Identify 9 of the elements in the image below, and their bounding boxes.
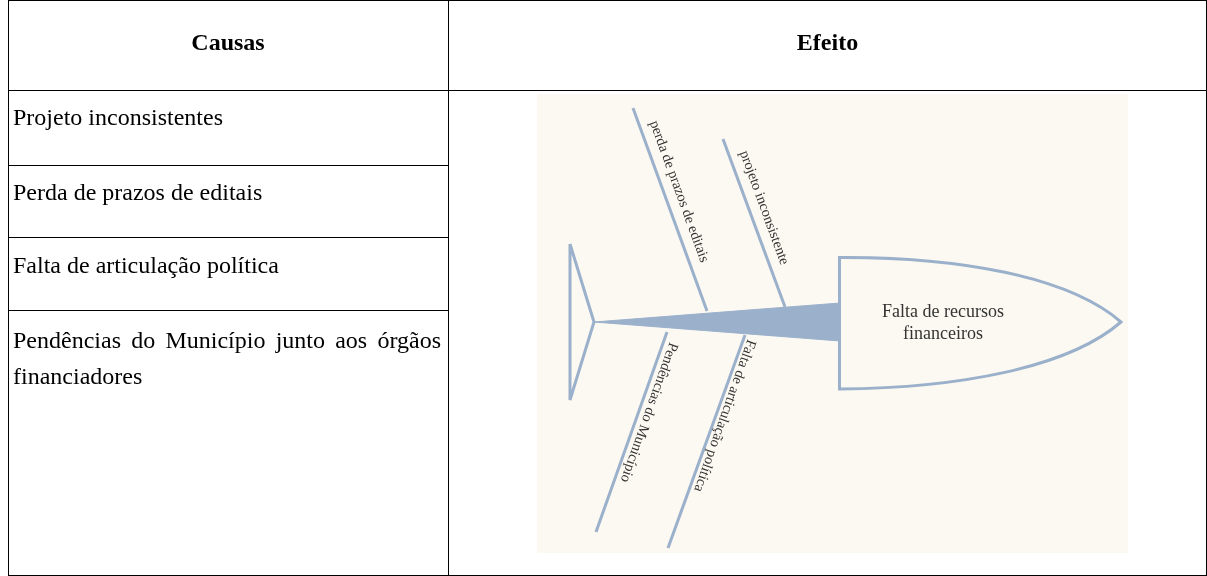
fish-head-shape: [838, 256, 1123, 391]
table-cell-text: Pendências do Município junto aos órgãos financiadores: [13, 326, 441, 391]
column-header: Causas: [190, 28, 266, 57]
effect-text: Falta de recursos financeiros: [881, 300, 1005, 344]
cause-label: perda de prazos de editais: [646, 118, 714, 265]
table-cell-text: Projeto inconsistentes: [13, 103, 224, 132]
column-header: Efeito: [795, 28, 860, 57]
table-cell-text: Perda de prazos de editais: [13, 178, 264, 207]
table-cell-text: Falta de articulação política: [13, 251, 280, 280]
